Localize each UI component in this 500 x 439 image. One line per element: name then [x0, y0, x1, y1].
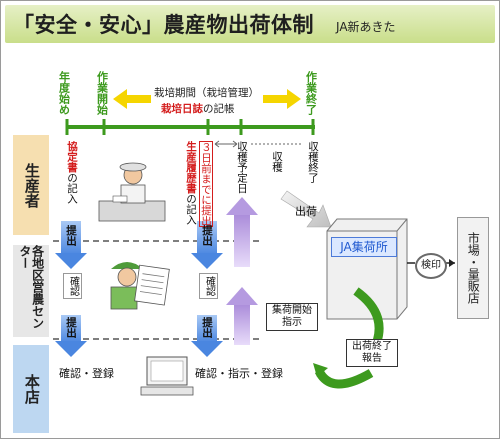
phase-label-start-year: 年度始め	[57, 71, 71, 115]
agreement-mark: 協定書の記入	[66, 141, 79, 205]
submit-label-4: 提出	[201, 317, 214, 338]
organization-label: JA新あきた	[336, 20, 396, 34]
shipping-arrow	[280, 190, 332, 228]
submit-arrow-3	[197, 221, 217, 255]
period-arrow-left	[113, 89, 151, 109]
harvest-end-mark: 収穫終了	[307, 141, 320, 183]
phase-label-work-start: 作業開始	[95, 71, 109, 115]
diary-label: 栽培日誌の記帳	[161, 101, 235, 116]
diary-keyword: 栽培日誌	[161, 103, 203, 115]
computer-illustration	[140, 356, 194, 396]
shipping-label: 出荷	[295, 205, 317, 218]
submit-arrow-4	[197, 315, 217, 343]
harvest-mark: 収穫	[271, 151, 284, 172]
honten-left-label: 確認・登録	[59, 367, 114, 380]
market-node: 市場・量販店	[457, 217, 489, 319]
deadline-keyword: ３日前までに提出	[199, 141, 214, 227]
diary-suffix: の記帳	[203, 103, 235, 115]
ship-start-callout: 集荷開始指示	[266, 303, 318, 331]
market-label: 市場・量販店	[466, 232, 481, 304]
confirm-label-2: 確認	[199, 273, 218, 299]
deadline-mark: ３日前までに提出	[199, 141, 214, 227]
period-arrow-right	[263, 89, 301, 109]
submit-label-2: 提出	[65, 317, 78, 338]
submit-arrow-1	[61, 221, 81, 255]
farmer-illustration	[98, 162, 166, 222]
lane-producer: 生産者	[13, 135, 49, 235]
submit-label-3: 提出	[201, 225, 214, 246]
confirm-label-1: 確認	[63, 273, 82, 299]
ship-done-callout: 出荷終了報告	[346, 339, 398, 367]
instruction-arrow-1	[234, 213, 250, 267]
inspection-node: 検印	[415, 253, 447, 279]
lane-honten: 本店	[13, 345, 49, 433]
instruction-arrow-2	[234, 303, 250, 345]
lane-honten-box	[13, 345, 49, 433]
history-keyword: 生産履歴書	[185, 141, 198, 194]
lane-center: 各地区営農センター	[13, 245, 49, 337]
submit-arrow-2	[61, 315, 81, 343]
page-title: 「安全・安心」農産物出荷体制	[13, 13, 314, 37]
submit-label-1: 提出	[65, 225, 78, 246]
lane-center-box	[13, 245, 49, 337]
honten-right-label: 確認・指示・登録	[195, 367, 283, 380]
title-band	[5, 5, 495, 43]
phase-label-work-end: 作業終了	[304, 71, 318, 115]
cycle-arrow-2	[314, 368, 374, 389]
history-suffix: の記入	[185, 193, 198, 226]
agreement-suffix: の記入	[66, 172, 79, 205]
ja-collection-label: JA集荷所	[331, 237, 397, 257]
lane-honten-label: 本店	[22, 374, 41, 404]
officer-illustration	[110, 262, 170, 310]
harvest-plan-mark: 収穫予定日	[236, 141, 249, 194]
lane-producer-box	[13, 135, 49, 235]
history-mark: 生産履歴書の記入	[185, 141, 198, 226]
agreement-keyword: 協定書	[66, 141, 79, 173]
lane-center-label: 各地区営農センター	[18, 245, 45, 329]
period-label: 栽培期間（栽培管理）	[154, 87, 259, 99]
lane-producer-label: 生産者	[22, 162, 41, 208]
